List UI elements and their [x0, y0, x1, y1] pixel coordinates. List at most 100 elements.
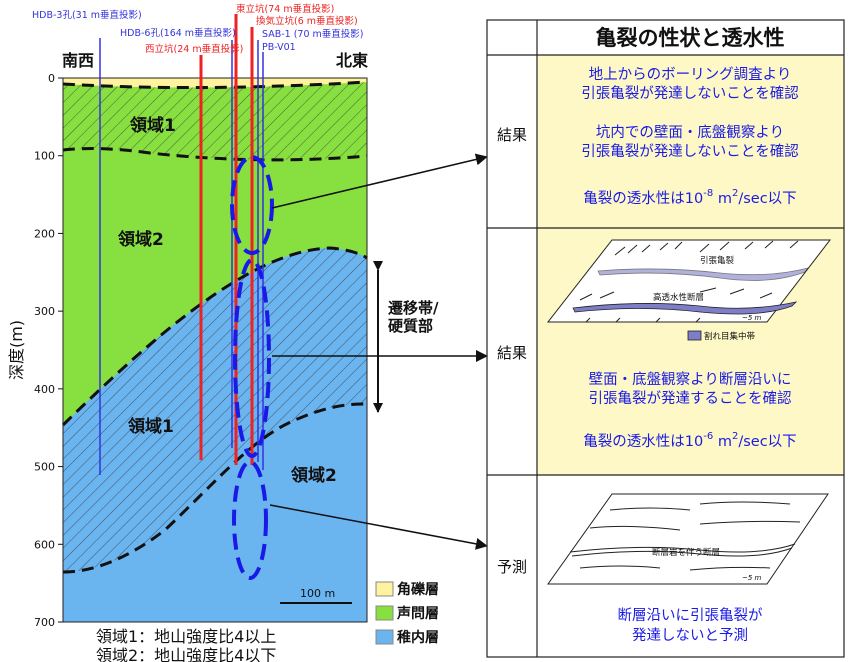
- row2-perm-exp: -6: [703, 431, 713, 442]
- depth-tick-label: 100: [34, 150, 55, 163]
- row2-fault-band: [572, 301, 798, 315]
- domain-boundaries: [61, 80, 368, 574]
- row1-line-4: 引張亀裂が発達しないことを確認: [581, 143, 799, 160]
- table-header: 亀裂の性状と透水性: [596, 26, 785, 50]
- upper-domain1-hatch: [63, 82, 367, 160]
- row1-line-1: 地上からのボーリング調査より: [589, 66, 792, 83]
- ellipse-middle: [233, 258, 271, 458]
- ellipse-upper: [230, 155, 274, 255]
- domain2-middle-label: 領域2: [118, 229, 164, 250]
- depth-tick-label: 200: [34, 227, 55, 240]
- row1-perm-unit-exp: 2: [732, 188, 738, 199]
- row1-perm-exp: -8: [703, 188, 713, 199]
- section-frame: [62, 77, 368, 623]
- row3-line-2: 発達しないと予測: [632, 627, 748, 644]
- legend-swatch-kakureki: [375, 581, 394, 597]
- direction-northeast: 北東: [336, 51, 368, 70]
- row2-line-2: 引張亀裂が発達することを確認: [589, 390, 792, 407]
- legend-swatch-koetoi: [375, 605, 394, 621]
- row1-panel: [537, 55, 844, 228]
- depth-tick-label: 500: [34, 461, 55, 474]
- legend-swatch-wakkanai: [375, 629, 394, 645]
- row2-perm-unit-exp: 2: [732, 431, 738, 442]
- boundary-upper: [62, 147, 368, 162]
- row1-line-2: 引張亀裂が発達しないことを確認: [581, 85, 799, 102]
- row2-fracture-zone-swatch: [687, 330, 702, 341]
- row2-line-1: 壁面・底盤観察より断層沿いに: [589, 370, 792, 388]
- cross-section: [63, 78, 367, 622]
- transition-zone-label-2: 硬質部: [388, 317, 433, 335]
- row1-perm-prefix: 亀裂の透水性は10: [583, 190, 703, 207]
- domain-labels: 領域1 領域2 領域1 領域2: [118, 115, 337, 486]
- row2-text: 壁面・底盤観察より断層沿いに 引張亀裂が発達することを確認 亀裂の透水性は10-…: [583, 370, 796, 450]
- row2-tension-crack-label: 引張亀裂: [700, 255, 735, 266]
- arrow-to-row3: [269, 504, 488, 550]
- arrow-to-row1: [271, 153, 488, 209]
- depth-axis: 0 100 200 300 400 500 600 700: [34, 72, 63, 629]
- row1-line-3: 坑内での壁面・底盤観察より: [596, 123, 784, 141]
- legend: 角礫層 声問層 稚内層: [375, 581, 439, 646]
- row2-fracture-zone-label: 割れ目集中帯: [704, 331, 756, 342]
- depth-tick-label: 700: [34, 616, 55, 629]
- legend-label-wakkanai: 稚内層: [397, 629, 439, 646]
- scale-bar-label: 100 m: [300, 587, 335, 600]
- transition-zone-label-1: 遷移帯/: [388, 299, 439, 317]
- row1-text: 地上からのボーリング調査より 引張亀裂が発達しないことを確認 坑内での壁面・底盤…: [581, 66, 799, 207]
- row2-scale-label: ~5 m: [742, 314, 762, 322]
- legend-label-kakureki: 角礫層: [397, 581, 439, 598]
- higashi-shaft-label: 東立坑(74 m垂直投影): [236, 3, 334, 15]
- connector-arrows: [269, 153, 488, 550]
- transition-zone: 遷移帯/ 硬質部: [373, 261, 439, 413]
- table-frame: [486, 19, 845, 658]
- depth-tick-label: 300: [34, 305, 55, 318]
- row3-sketch-frame: [547, 493, 829, 585]
- ellipse-lower: [232, 460, 268, 580]
- hdb3-label: HDB-3孔(31 m垂直投影): [32, 9, 142, 21]
- nishi-shaft-label: 西立坑(24 m垂直投影): [145, 43, 243, 55]
- lower-domain1-hatch: [63, 248, 367, 572]
- borehole-labels: HDB-3孔(31 m垂直投影) HDB-6孔(164 m垂直投影) 西立坑(2…: [32, 3, 364, 55]
- row2-sketch: 引張亀裂 高透水性断層 ~5 m 割れ目集中帯: [546, 239, 832, 342]
- observation-ellipses: [230, 155, 274, 580]
- legend-label-koetoi: 声問層: [396, 605, 439, 622]
- row2-permeability: 亀裂の透水性は10-6 m2/sec以下: [583, 431, 796, 450]
- depth-axis-label: 深度(m): [7, 320, 26, 380]
- boundary-top: [62, 80, 368, 90]
- direction-southwest: 南西: [62, 51, 94, 70]
- row1-perm-suffix: /sec以下: [738, 191, 796, 207]
- depth-tick-label: 600: [34, 538, 55, 551]
- row3-tag: 予測: [497, 558, 527, 576]
- row3-fault-rock-label: 断層岩を伴う断層: [652, 547, 720, 558]
- row3-line-1: 断層沿いに引張亀裂が: [618, 607, 763, 624]
- row2-perm-prefix: 亀裂の透水性は10: [583, 433, 703, 450]
- row2-tag: 結果: [497, 344, 527, 362]
- domain1-lower-label: 領域1: [128, 416, 174, 437]
- depth-tick-label: 400: [34, 383, 55, 396]
- row3-text: 断層沿いに引張亀裂が 発達しないと予測: [618, 607, 763, 644]
- kanki-shaft-label: 換気立坑(6 m垂直投影): [256, 15, 358, 27]
- sab1-label: SAB-1 (70 m垂直投影): [262, 28, 364, 40]
- domain1-upper-label: 領域1: [130, 115, 176, 136]
- row2-upper-band: [597, 267, 810, 281]
- row2-fault-label: 高透水性断層: [653, 292, 704, 303]
- row3-scale-label: ~5 m: [742, 574, 762, 582]
- scale-bar: 100 m: [280, 587, 352, 604]
- pbv01-label: PB-V01: [262, 42, 296, 53]
- domain2-lower-label: 領域2: [291, 465, 337, 486]
- row2-sketch-frame: [546, 239, 832, 323]
- boundary-lower: [62, 402, 368, 574]
- depth-tick-label: 0: [48, 72, 55, 85]
- row1-permeability: 亀裂の透水性は10-8 m2/sec以下: [583, 188, 796, 207]
- row1-tag: 結果: [497, 126, 527, 144]
- row2-perm-unit: m: [713, 434, 732, 450]
- property-table: 亀裂の性状と透水性 結果 結果 予測 地上からのボーリング調査より 引張亀裂が発…: [486, 19, 845, 658]
- boundary-middle: [61, 246, 368, 427]
- domain-definitions: 領域1：地山強度比4以上 領域2：地山強度比4以下: [96, 627, 276, 662]
- row3-sketch: 断層岩を伴う断層 ~5 m: [547, 493, 829, 585]
- domain-definition-2: 領域2：地山強度比4以下: [96, 646, 276, 662]
- row1-perm-unit: m: [713, 191, 732, 207]
- row2-perm-suffix: /sec以下: [738, 434, 796, 450]
- domain-definition-1: 領域1：地山強度比4以上: [96, 627, 276, 646]
- hdb6-label: HDB-6孔(164 m垂直投影): [120, 27, 236, 39]
